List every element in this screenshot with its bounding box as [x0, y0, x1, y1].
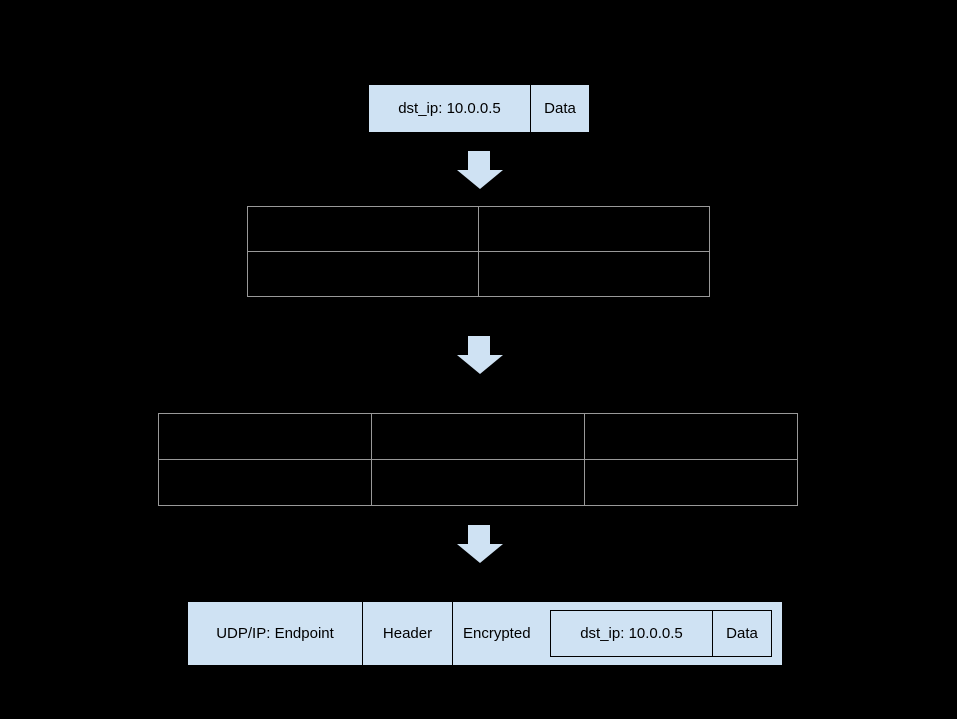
down-arrow-icon	[457, 151, 503, 189]
table-cell	[371, 459, 585, 506]
down-arrow-icon	[457, 525, 503, 563]
table-cell	[247, 206, 479, 252]
table-cell	[247, 251, 479, 297]
nested-packet-dst-ip-cell: dst_ip: 10.0.0.5	[580, 625, 683, 642]
table-cell	[371, 413, 585, 460]
table-cell	[478, 206, 710, 252]
down-arrow-icon	[457, 336, 503, 374]
inner-packet-box: dst_ip: 10.0.0.5 Data	[368, 84, 590, 133]
table-row	[247, 206, 710, 252]
nested-packet-data-cell: Data	[712, 611, 771, 656]
table-cell	[158, 459, 372, 506]
table-row	[247, 251, 710, 297]
table-cell	[478, 251, 710, 297]
empty-table-3x2	[158, 413, 798, 506]
table-cell	[584, 413, 798, 460]
table-cell	[584, 459, 798, 506]
outer-packet-encrypted-cell: Encrypted dst_ip: 10.0.0.5 Data	[452, 602, 782, 665]
table-row	[158, 413, 798, 460]
outer-packet-header-cell: Header	[362, 602, 452, 665]
table-cell	[158, 413, 372, 460]
inner-packet-dst-ip-cell: dst_ip: 10.0.0.5	[398, 100, 501, 117]
encrypted-label: Encrypted	[463, 625, 531, 642]
empty-table-2x2	[247, 206, 710, 297]
inner-packet-data-cell: Data	[530, 85, 589, 132]
nested-inner-packet-box: dst_ip: 10.0.0.5 Data	[550, 610, 772, 657]
outer-packet-endpoint-cell: UDP/IP: Endpoint	[216, 625, 334, 642]
table-row	[158, 459, 798, 506]
outer-packet-box: UDP/IP: Endpoint Header Encrypted dst_ip…	[187, 601, 783, 666]
